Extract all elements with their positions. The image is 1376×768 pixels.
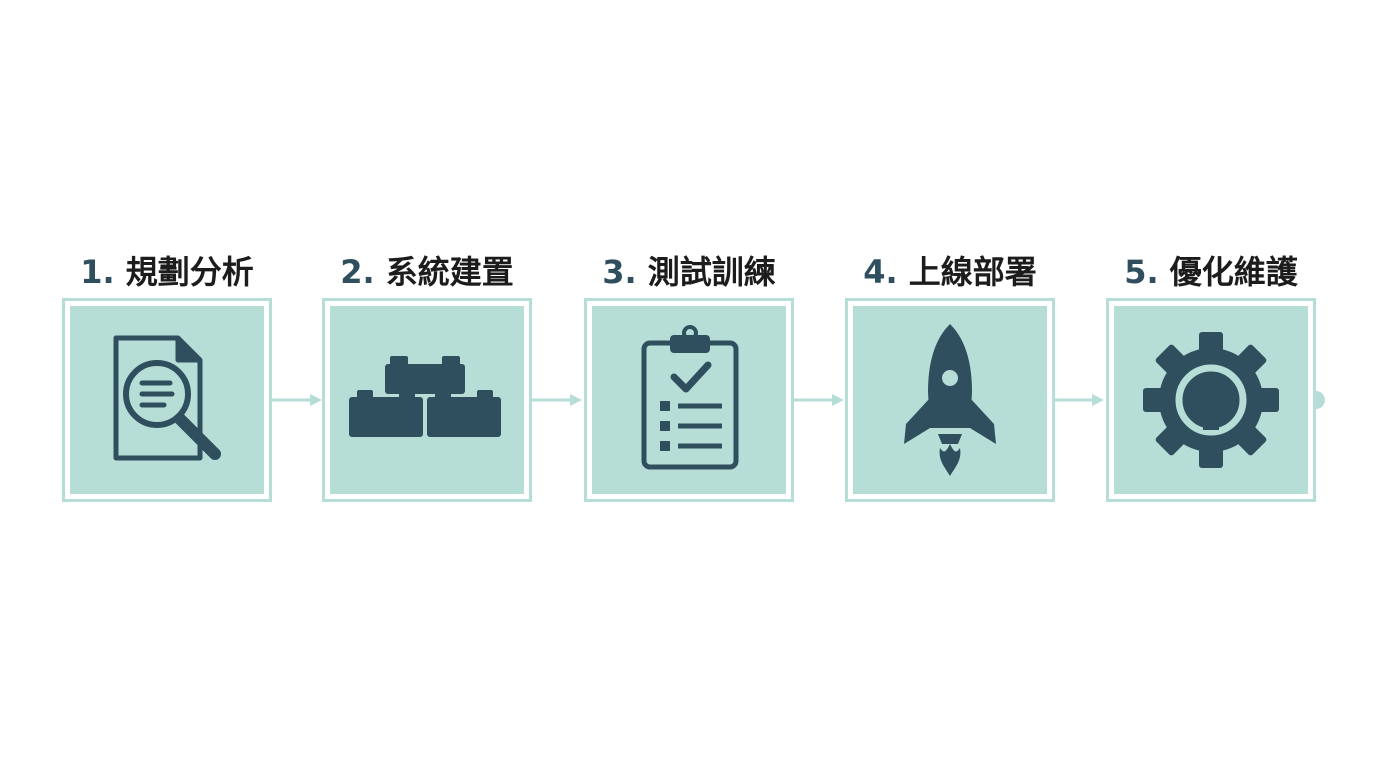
step-2-title: 2. 系統建置 bbox=[322, 244, 532, 300]
step-3-label: 測試訓練 bbox=[647, 253, 776, 291]
document-search-icon bbox=[113, 335, 221, 461]
gear-upgrade-icon bbox=[1143, 332, 1279, 468]
step-4-number: 4. bbox=[863, 253, 898, 291]
step-5-title: 5. 優化維護 bbox=[1106, 244, 1316, 300]
step-1-title: 1. 規劃分析 bbox=[62, 244, 272, 300]
step-4-box bbox=[845, 298, 1055, 502]
step-3-number: 3. bbox=[602, 253, 637, 291]
step-5-number: 5. bbox=[1124, 253, 1159, 291]
step-2-number: 2. bbox=[340, 253, 375, 291]
step-5-box bbox=[1106, 298, 1316, 502]
building-blocks-icon bbox=[349, 356, 501, 437]
rocket-icon bbox=[904, 324, 996, 476]
flow-end-dot bbox=[1316, 391, 1325, 409]
flow-arrow-2 bbox=[532, 394, 582, 406]
step-3-box bbox=[584, 298, 794, 502]
step-4-label: 上線部署 bbox=[908, 253, 1037, 291]
flow-arrow-1 bbox=[272, 394, 322, 406]
step-4-title: 4. 上線部署 bbox=[845, 244, 1055, 300]
step-1-label: 規劃分析 bbox=[125, 253, 254, 291]
clipboard-checklist-icon bbox=[641, 325, 739, 470]
step-1-number: 1. bbox=[80, 253, 115, 291]
step-2-label: 系統建置 bbox=[385, 253, 514, 291]
step-2-box bbox=[322, 298, 532, 502]
step-5-label: 優化維護 bbox=[1169, 253, 1298, 291]
step-3-title: 3. 測試訓練 bbox=[584, 244, 794, 300]
flow-arrow-3 bbox=[794, 394, 844, 406]
step-1-box bbox=[62, 298, 272, 502]
flow-arrow-4 bbox=[1054, 394, 1104, 406]
